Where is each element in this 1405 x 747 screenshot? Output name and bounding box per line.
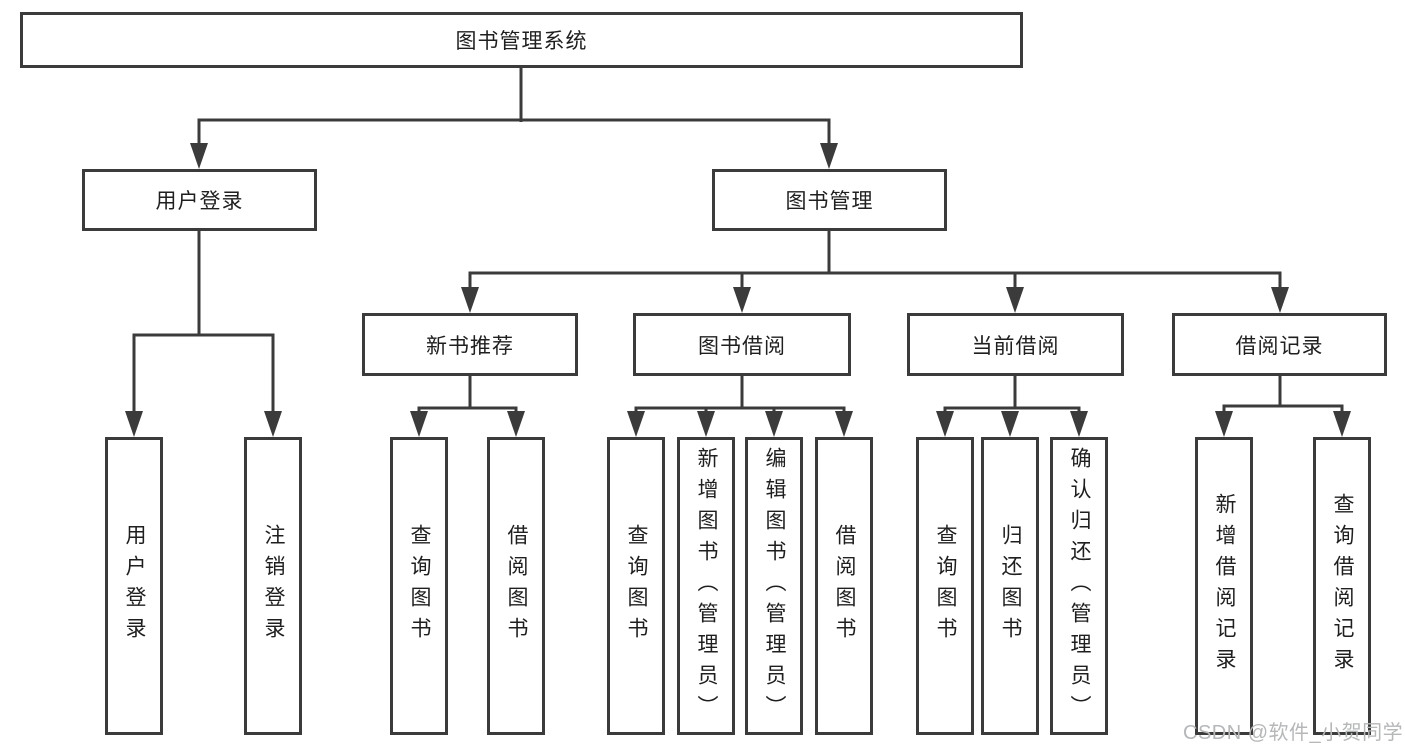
leaf-query-books-current: 查询图书	[916, 437, 974, 735]
node-current-borrowing-label: 当前借阅	[971, 334, 1060, 358]
leaf-add-borrow-record: 新增借阅记录	[1195, 437, 1253, 735]
leaf-logout: 注销登录	[244, 437, 302, 735]
leaf-confirm-return-admin: 确认归还（管理员）	[1050, 437, 1108, 735]
node-current-borrowing: 当前借阅	[907, 313, 1124, 376]
leaf-add-books-admin-label: 新增图书（管理员）	[695, 446, 718, 726]
node-borrowing-records: 借阅记录	[1172, 313, 1387, 376]
node-book-borrowing: 图书借阅	[633, 313, 851, 376]
leaf-query-books-borrowing-label: 查询图书	[625, 524, 648, 648]
node-library-system: 图书管理系统	[20, 12, 1023, 68]
leaf-borrow-books-recommend: 借阅图书	[487, 437, 545, 735]
leaf-borrow-books-borrowing-label: 借阅图书	[833, 524, 856, 648]
leaf-add-books-admin: 新增图书（管理员）	[677, 437, 735, 735]
node-user-login: 用户登录	[82, 169, 317, 231]
node-user-login-label: 用户登录	[155, 190, 244, 213]
node-book-borrowing-label: 图书借阅	[698, 334, 786, 358]
leaf-return-books: 归还图书	[981, 437, 1039, 735]
leaf-confirm-return-admin-label: 确认归还（管理员）	[1068, 446, 1091, 726]
leaf-edit-books-admin-label: 编辑图书（管理员）	[763, 446, 786, 726]
leaf-query-books-recommend: 查询图书	[390, 437, 448, 735]
node-library-system-label: 图书管理系统	[455, 30, 588, 53]
leaf-query-books-recommend-label: 查询图书	[408, 524, 431, 648]
leaf-query-books-current-label: 查询图书	[934, 524, 957, 648]
node-new-book-recommendation-label: 新书推荐	[426, 334, 514, 358]
leaf-borrow-books-recommend-label: 借阅图书	[505, 524, 528, 648]
leaf-add-borrow-record-label: 新增借阅记录	[1213, 493, 1236, 679]
csdn-watermark: CSDN @软件_小贺同学	[1183, 722, 1404, 744]
leaf-logout-label: 注销登录	[262, 524, 285, 648]
node-book-management-label: 图书管理	[785, 190, 874, 213]
node-book-management: 图书管理	[712, 169, 947, 231]
leaf-return-books-label: 归还图书	[999, 524, 1022, 648]
leaf-user-login-label: 用户登录	[123, 524, 146, 648]
leaf-borrow-books-borrowing: 借阅图书	[815, 437, 873, 735]
leaf-edit-books-admin: 编辑图书（管理员）	[745, 437, 803, 735]
node-new-book-recommendation: 新书推荐	[362, 313, 578, 376]
leaf-user-login: 用户登录	[105, 437, 163, 735]
leaf-query-borrow-record: 查询借阅记录	[1313, 437, 1371, 735]
leaf-query-borrow-record-label: 查询借阅记录	[1331, 493, 1354, 679]
leaf-query-books-borrowing: 查询图书	[607, 437, 665, 735]
arrowheads	[125, 143, 1351, 437]
node-borrowing-records-label: 借阅记录	[1235, 334, 1324, 358]
